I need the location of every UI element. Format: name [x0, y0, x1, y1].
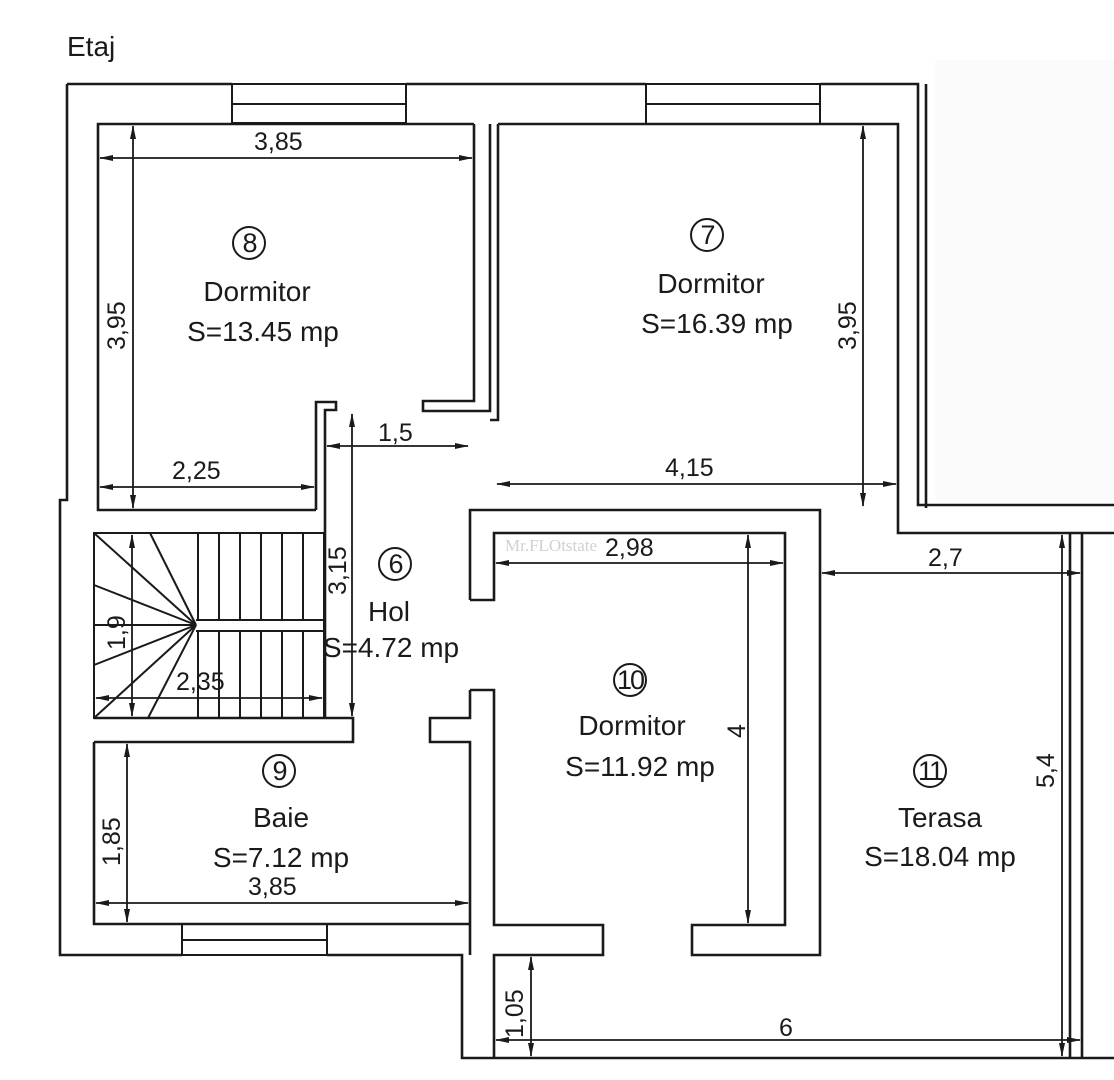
- dimension-label: 1,85: [98, 817, 126, 866]
- room-name: Baie: [252, 802, 310, 833]
- dimension-lines: [95, 125, 1081, 1057]
- room-name: Terasa: [897, 802, 983, 833]
- room-number-badge: 9: [262, 754, 296, 788]
- outer-walls: [58, 82, 1114, 1060]
- room-number-badge: 11: [913, 754, 947, 788]
- dimension-label: 3,15: [324, 546, 352, 595]
- dimension-label: 4: [723, 724, 751, 738]
- background-shadow: [935, 60, 1114, 500]
- room-number-badge: 7: [690, 218, 724, 252]
- room-name: Dormitor: [578, 710, 686, 741]
- dimension-label: 4,15: [665, 454, 714, 482]
- room-number-badge: 8: [232, 226, 266, 260]
- dimension-label: 1,9: [103, 615, 131, 650]
- dimension-label: 1,05: [501, 989, 529, 1038]
- dimension-label: 3,85: [248, 873, 297, 901]
- room-area: S=16.39 mp: [641, 308, 793, 339]
- dimension-label: 2,98: [605, 534, 654, 562]
- room-number-badge: 6: [378, 547, 412, 581]
- floor-title: Etaj: [67, 31, 116, 62]
- room-area: S=13.45 mp: [187, 316, 339, 347]
- room-10-walls: [468, 508, 822, 957]
- dimension-label: 1,5: [378, 419, 413, 447]
- dimension-label: 5,4: [1032, 753, 1060, 788]
- room-name: Dormitor: [657, 268, 765, 299]
- dimension-label: 6: [779, 1014, 793, 1042]
- window-bottom: [181, 923, 328, 956]
- room-area: S=4.72 mp: [322, 632, 460, 663]
- room-area: S=7.12 mp: [212, 842, 350, 873]
- dimension-label: 2,7: [928, 544, 963, 572]
- room-number-badge: 10: [613, 663, 647, 697]
- room-area: S=11.92 mp: [565, 751, 715, 782]
- window-top-right: [645, 83, 821, 125]
- dimension-label: 3,85: [254, 128, 303, 156]
- dimension-label: 2,35: [176, 668, 225, 696]
- dimension-label: 3,95: [103, 301, 131, 350]
- bath-walls: [92, 742, 470, 926]
- room-name: Hol: [367, 596, 411, 627]
- watermark: Mr.FLOtstate: [505, 536, 598, 555]
- room-name: Dormitor: [203, 276, 311, 307]
- window-top-left: [231, 83, 407, 124]
- room-area: S=18.04 mp: [864, 841, 1016, 872]
- dimension-label: 2,25: [172, 457, 221, 485]
- dimension-label: 3,95: [834, 301, 862, 350]
- room-8-walls: [314, 400, 338, 510]
